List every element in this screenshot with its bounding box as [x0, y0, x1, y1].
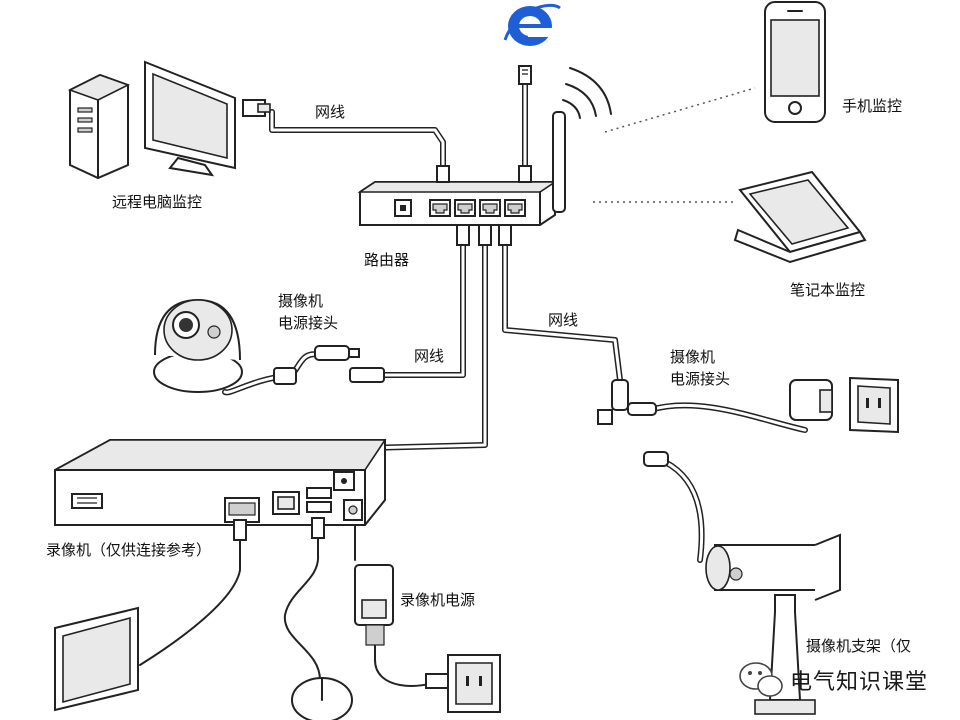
- network-cable-label-mid: 网线: [414, 347, 445, 365]
- desktop-pc-icon: [67, 73, 131, 180]
- bullet-power-label-line2: 电源接头: [670, 370, 731, 388]
- camera-bracket-label: 摄像机支架（仅: [806, 637, 912, 655]
- remote-pc-label: 远程电脑监控: [112, 193, 203, 211]
- wechat-icon: [739, 662, 783, 697]
- dome-power-connector-icon: [273, 345, 385, 385]
- recorder-power-label: 录像机电源: [400, 591, 476, 609]
- smartphone-icon: [764, 1, 826, 123]
- router-icon: [357, 111, 566, 246]
- rj45-plug-top-icon: [518, 65, 532, 85]
- monitor-icon: [144, 60, 236, 177]
- bullet-power-label: 摄像机 电源接头: [670, 346, 730, 390]
- wall-socket-icon: [849, 376, 899, 434]
- monitor-2-icon: [54, 606, 139, 712]
- bullet-camera-icon: [705, 533, 841, 715]
- wall-socket-2-icon: [425, 654, 501, 713]
- router-label: 路由器: [364, 251, 410, 269]
- rj45-plug-pc-icon: [242, 99, 271, 117]
- mobile-monitor-label: 手机监控: [842, 97, 903, 115]
- network-cable-label-top: 网线: [315, 103, 346, 121]
- laptop-icon: [733, 170, 867, 264]
- watermark-text: 电气知识课堂: [790, 670, 929, 695]
- nvr-recorder-icon: [54, 439, 387, 541]
- bullet-pigtail-icon: [597, 379, 669, 467]
- dome-camera-icon: [153, 298, 243, 393]
- recorder-power-adapter-icon: [354, 564, 394, 646]
- network-cables: [139, 82, 808, 687]
- wifi-signal-icon: [562, 67, 612, 119]
- dome-power-label-line2: 电源接头: [278, 314, 339, 332]
- laptop-monitor-label: 笔记本监控: [790, 281, 866, 299]
- ie-logo-icon: [503, 3, 561, 46]
- dome-power-label: 摄像机 电源接头: [278, 290, 338, 334]
- mouse-icon: [291, 677, 353, 720]
- network-cable-label-right: 网线: [548, 311, 579, 329]
- power-adapter-icon: [789, 379, 833, 421]
- dome-power-label-line1: 摄像机: [278, 292, 324, 310]
- bullet-power-label-line1: 摄像机: [670, 348, 716, 366]
- recorder-label: 录像机（仅供连接参考）: [46, 541, 212, 559]
